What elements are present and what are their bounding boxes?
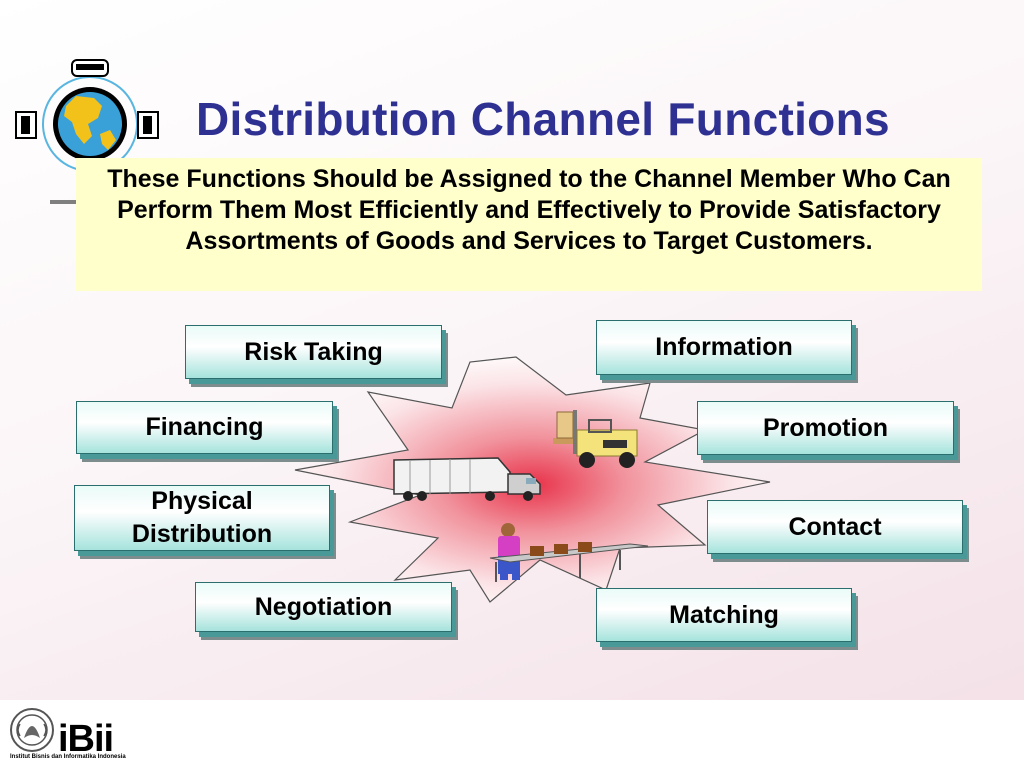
function-promotion: Promotion bbox=[697, 401, 954, 455]
ibii-logo-word: iBii bbox=[58, 718, 114, 760]
function-label: Financing bbox=[145, 413, 264, 441]
footer-bar bbox=[0, 700, 1024, 768]
worker-at-conveyor-icon bbox=[489, 523, 649, 582]
subtitle-box: These Functions Should be Assigned to th… bbox=[76, 158, 982, 291]
function-matching: Matching bbox=[596, 588, 852, 642]
globe-logo-icon bbox=[15, 59, 159, 172]
forklift-icon bbox=[553, 410, 638, 468]
truck-icon bbox=[393, 457, 541, 501]
function-label: Promotion bbox=[763, 413, 888, 442]
function-label: Contact bbox=[788, 512, 882, 541]
function-financing: Financing bbox=[76, 401, 333, 454]
function-label-line1: Physical bbox=[151, 487, 253, 515]
function-risk-taking: Risk Taking bbox=[185, 325, 442, 379]
function-physical-distribution: Physical Distribution bbox=[74, 485, 330, 551]
function-contact: Contact bbox=[707, 500, 963, 554]
function-label-line2: Distribution bbox=[131, 520, 273, 548]
ibii-seal-icon bbox=[10, 708, 54, 752]
ibii-logo-subtext: Institut Bisnis dan Informatika Indonesi… bbox=[10, 754, 126, 760]
slide-title: Distribution Channel Functions bbox=[196, 93, 890, 145]
function-information: Information bbox=[596, 320, 852, 375]
function-label: Risk Taking bbox=[244, 337, 383, 366]
function-label: Matching bbox=[669, 600, 779, 629]
function-label: Negotiation bbox=[254, 592, 393, 621]
function-label: Information bbox=[655, 333, 793, 361]
title-underline bbox=[50, 200, 90, 204]
function-negotiation: Negotiation bbox=[195, 582, 452, 632]
